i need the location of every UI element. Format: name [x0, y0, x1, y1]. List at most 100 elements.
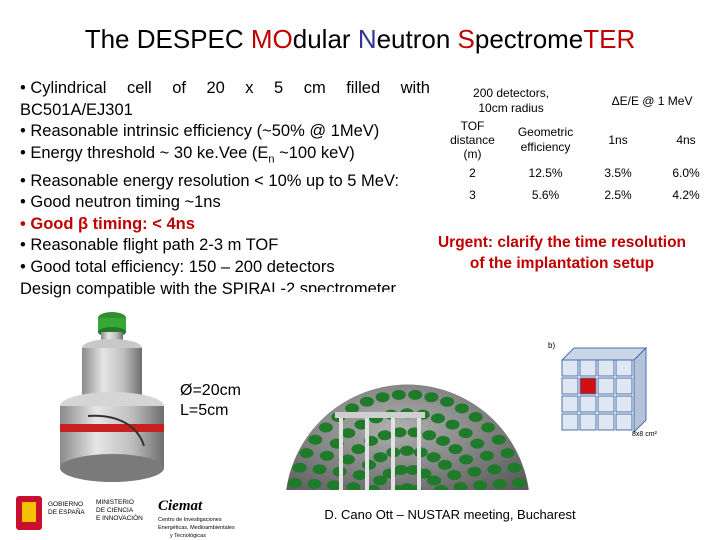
detector-dot — [359, 396, 374, 407]
bullet-line-3: • Reasonable intrinsic efficiency (~50% … — [20, 122, 380, 141]
detector-dot — [341, 428, 356, 439]
ciemat-sub-1: Centro de Investigaciones — [158, 517, 222, 523]
detector-dot — [377, 430, 392, 441]
ciemat-wordmark: Ciemat — [158, 498, 203, 514]
gov-line-1: GOBIERNO — [48, 501, 83, 508]
title-highlight-mo: MO — [250, 24, 293, 54]
detector-dot — [454, 403, 469, 414]
detector-dot — [431, 413, 445, 424]
cube-cell — [579, 377, 597, 395]
bullet-word: cm — [303, 79, 326, 97]
detector-dot — [470, 438, 485, 449]
coat-inner — [22, 502, 36, 522]
detector-size-note: Ø=20cm L=5cm — [180, 381, 241, 421]
bullet-word: 20 — [206, 79, 225, 97]
base-bottom — [60, 454, 164, 482]
detector-dot — [458, 428, 473, 439]
stand-leg — [365, 418, 369, 498]
bullet-line-4: • Energy threshold ~ 30 ke.Vee (En ~100 … — [20, 143, 440, 171]
detector-dot — [373, 475, 387, 486]
title-highlight-s: S — [457, 24, 475, 54]
title-part: pectrome — [474, 24, 584, 54]
cube-grid — [560, 346, 648, 434]
ministry-line-3: E INNOVACIÓN — [96, 513, 143, 522]
cube-cell — [615, 395, 633, 413]
detector-dot — [468, 412, 483, 422]
ministry-line-1: MINISTERIO — [96, 499, 134, 506]
detector-dot — [346, 482, 361, 493]
detector-dot — [340, 454, 355, 465]
bullet-line-6: • Good neutron timing ~1ns — [20, 193, 221, 212]
detector-dot — [480, 450, 494, 461]
stand-leg — [391, 418, 395, 498]
title-part: The DESPEC — [84, 24, 251, 54]
bullet-text: ~100 keV) — [274, 143, 355, 162]
table-cell: 5.6% — [531, 188, 560, 202]
cube-side-face — [633, 346, 647, 434]
detector-dot — [345, 403, 360, 414]
bullet-line-1: • Cylindrical cell of 20 x 5 cm filled w… — [20, 78, 430, 100]
detector-dot — [448, 444, 463, 455]
cube-cell — [579, 395, 597, 413]
table-cell: 12.5% — [528, 166, 563, 180]
table-cell: 2 — [469, 166, 476, 180]
table-cell: 6.0% — [672, 166, 700, 180]
table-col-1ns: 1ns — [608, 133, 628, 147]
dome-array-image — [265, 292, 555, 522]
stand-leg — [339, 418, 343, 498]
presenter-credit: D. Cano Ott – NUSTAR meeting, Bucharest — [324, 507, 576, 522]
bullet-text: • Energy threshold ~ 30 ke.Vee (E — [20, 143, 269, 162]
detector-dot — [351, 444, 366, 455]
detector-dot — [307, 479, 322, 489]
cube-cell — [615, 377, 633, 395]
ciemat-sub-3: y Tecnológicas — [170, 533, 206, 539]
bullet-word: filled — [346, 79, 381, 97]
cube-cell — [615, 359, 633, 377]
diameter-label: Ø=20cm — [180, 382, 241, 399]
detector-dot — [438, 459, 452, 470]
detector-dot — [426, 452, 441, 463]
cube-cell — [597, 395, 615, 413]
detector-dot — [447, 470, 462, 481]
cube-cell — [579, 413, 597, 431]
detector-dot — [500, 448, 515, 459]
subscript: n — [268, 153, 275, 166]
detector-dot — [481, 422, 496, 433]
ciemat-logo: Ciemat Centro de Investigaciones Energét… — [158, 498, 235, 539]
bullet-word: cell — [126, 79, 152, 97]
bullet-word: x — [245, 79, 254, 97]
detector-dot — [312, 464, 327, 475]
inset-panel-label: b) — [548, 341, 555, 350]
title-highlight-n: N — [357, 24, 377, 54]
table-cell: 3 — [469, 188, 476, 202]
table-subheader-row: TOF distance (m) Geometric efficiency 1n… — [438, 118, 720, 162]
ciemat-sub-2: Energéticas, Medioambientales — [158, 525, 235, 531]
bullet-line-5: • Reasonable energy resolution < 10% up … — [20, 171, 399, 190]
cube-cell — [561, 359, 579, 377]
detector-dot — [392, 427, 407, 438]
detector-dot — [400, 445, 414, 456]
urgent-line-1: Urgent: clarify the time resolution — [437, 234, 687, 251]
detector-dot — [422, 430, 437, 441]
cube-top-face — [560, 347, 648, 361]
cube-cell — [561, 413, 579, 431]
detector-cell-image — [60, 312, 164, 482]
red-band — [60, 424, 164, 432]
gov-line-2: DE ESPAÑA — [48, 507, 85, 516]
implanter-cube-image: b) 8x8 cm² — [540, 336, 666, 446]
detector-dot — [391, 389, 406, 400]
detector-dot — [424, 392, 439, 403]
bullet-word: with — [400, 79, 430, 97]
title-part: eutron — [376, 24, 458, 54]
detector-dot — [445, 419, 460, 430]
length-label: L=5cm — [180, 402, 229, 419]
detector-dot — [507, 462, 522, 473]
detector-dot — [288, 478, 302, 489]
footer-band — [0, 490, 720, 540]
detector-dot — [394, 465, 408, 475]
table-col-4ns: 4ns — [676, 133, 696, 147]
government-logo: GOBIERNO DE ESPAÑA MINISTERIO DE CIENCIA… — [16, 496, 143, 530]
table-cell: 3.5% — [604, 166, 632, 180]
detector-dot — [512, 478, 526, 489]
detector-dot — [473, 480, 488, 491]
